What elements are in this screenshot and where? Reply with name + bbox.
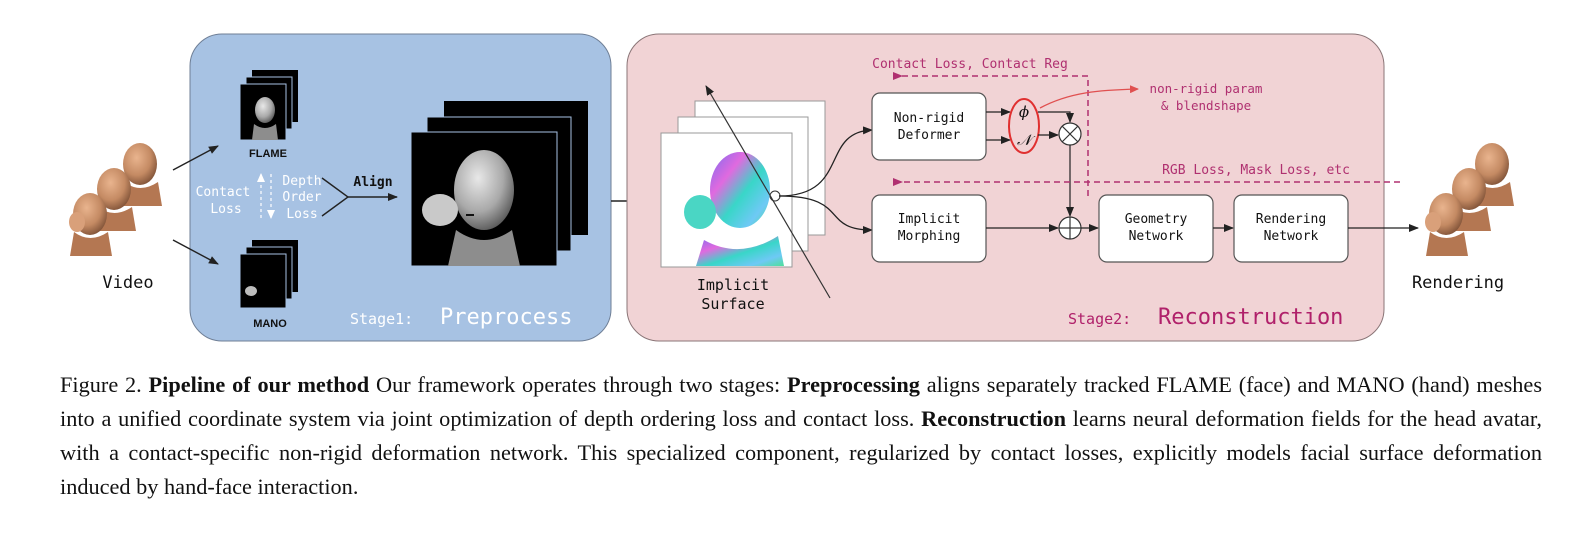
flame-frames xyxy=(239,70,298,141)
caption-text-2: aligns separately tracked FLAME (face) a… xyxy=(60,372,1542,431)
implicit-surface-line2: Surface xyxy=(701,295,764,313)
caption-bold-preprocessing: Preprocessing xyxy=(786,372,920,397)
arrow-video-flame xyxy=(172,145,219,171)
geometry-network-line2: Network xyxy=(1129,229,1184,244)
video-label: Video xyxy=(102,273,153,293)
implicit-surface-frames xyxy=(660,100,826,268)
video-thumbnails xyxy=(69,143,162,256)
caption-text-1: Our framework operates through two stage… xyxy=(369,372,787,397)
curve-to-deformer xyxy=(778,126,873,197)
stage1-title: Preprocess xyxy=(440,305,572,330)
ray-line xyxy=(705,85,831,299)
stage2-label: Stage2: xyxy=(1068,310,1131,328)
arrow-video-mano xyxy=(172,239,219,265)
contact-loss-label: Contact Loss, Contact Reg xyxy=(872,57,1068,72)
nonrigid-param-line2: & blendshape xyxy=(1161,98,1251,113)
n-symbol: 𝒩 xyxy=(1017,131,1036,149)
nonrigid-deformer-line2: Deformer xyxy=(898,128,961,143)
rgb-loss-label: RGB Loss, Mask Loss, etc xyxy=(1162,163,1350,178)
phi-n-red-circle xyxy=(1008,98,1040,154)
stage2-title: Reconstruction xyxy=(1158,305,1343,330)
caption-bold-title: Pipeline of our method xyxy=(148,372,370,397)
mano-frames xyxy=(239,240,298,309)
figure-caption: Figure 2. Pipeline of our method Our fra… xyxy=(60,368,1542,504)
mano-label: MANO xyxy=(253,318,287,330)
nonrigid-deformer-line1: Non-rigid xyxy=(894,111,964,126)
caption-figure-label: Figure 2. xyxy=(60,372,142,397)
depth-order-loss-line3: Loss xyxy=(286,207,317,222)
implicit-morphing-line1: Implicit xyxy=(898,212,961,227)
nonrigid-deformer-box xyxy=(871,92,987,161)
implicit-morphing-line2: Morphing xyxy=(898,229,961,244)
geometry-network-line1: Geometry xyxy=(1125,212,1188,227)
align-label: Align xyxy=(353,175,392,190)
depth-order-loss-line1: Depth xyxy=(282,174,321,189)
nonrigid-param-red-curve xyxy=(1039,85,1139,109)
flame-label: FLAME xyxy=(249,148,287,160)
multiply-node-x2 xyxy=(1061,125,1079,143)
curve-to-morphing xyxy=(778,195,873,234)
contact-loss-dashed-line xyxy=(893,72,1089,196)
caption-text-3: learns neural deformation fields for the… xyxy=(60,406,1542,499)
rendering-thumbnails xyxy=(1425,143,1514,256)
nonrigid-param-line1: non-rigid param xyxy=(1150,81,1263,96)
contact-loss-line1: Contact xyxy=(196,185,251,200)
aligned-result-frames xyxy=(410,101,588,267)
rendering-network-line2: Network xyxy=(1264,229,1319,244)
stage1-label: Stage1: xyxy=(350,310,413,328)
implicit-surface-line1: Implicit xyxy=(697,276,769,294)
rendering-label: Rendering xyxy=(1412,273,1504,293)
caption-bold-reconstruction: Reconstruction xyxy=(921,406,1067,431)
depth-order-loss-line2: Order xyxy=(282,190,321,205)
rendering-network-line1: Rendering xyxy=(1256,212,1326,227)
phi-symbol: ϕ xyxy=(1019,103,1029,121)
arrow-phi-multiply xyxy=(1038,111,1074,123)
pipeline-diagram: Video FLAME MANO Contact Loss Depth Orde… xyxy=(69,33,1514,342)
contact-loss-line2: Loss xyxy=(210,202,241,217)
